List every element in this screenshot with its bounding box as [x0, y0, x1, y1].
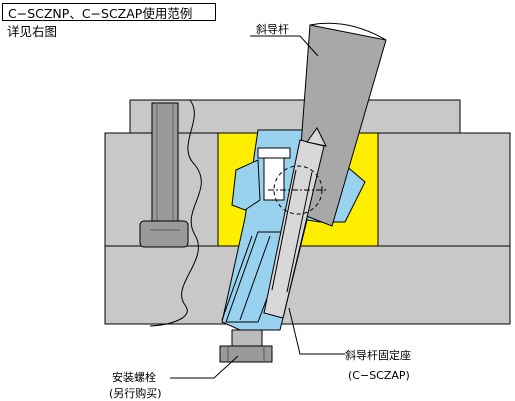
leader-angle-pin — [250, 35, 319, 57]
lower-plate — [104, 245, 511, 325]
label-bolt-line2: (另行购买) — [109, 387, 162, 400]
page-subtitle: 详见右图 — [7, 24, 58, 39]
label-bolt-line1: 安装螺栓 — [112, 371, 156, 384]
label-fixing-seat-line2: (C−SCZAP) — [348, 369, 410, 382]
label-angle-pin: 斜导杆 — [256, 23, 289, 36]
mounting-bolt — [219, 329, 273, 363]
page-title: C−SCZNP、C−SCZAP使用范例 — [8, 6, 193, 21]
title-box: C−SCZNP、C−SCZAP使用范例 — [2, 3, 216, 21]
break-line — [149, 99, 202, 327]
leader-bolt — [170, 355, 239, 379]
angle-pin — [263, 22, 387, 319]
label-fixing-seat-line1: 斜导杆固定座 — [345, 349, 411, 362]
plate-bolt — [139, 102, 189, 248]
leader-fixing-seat — [288, 307, 345, 355]
